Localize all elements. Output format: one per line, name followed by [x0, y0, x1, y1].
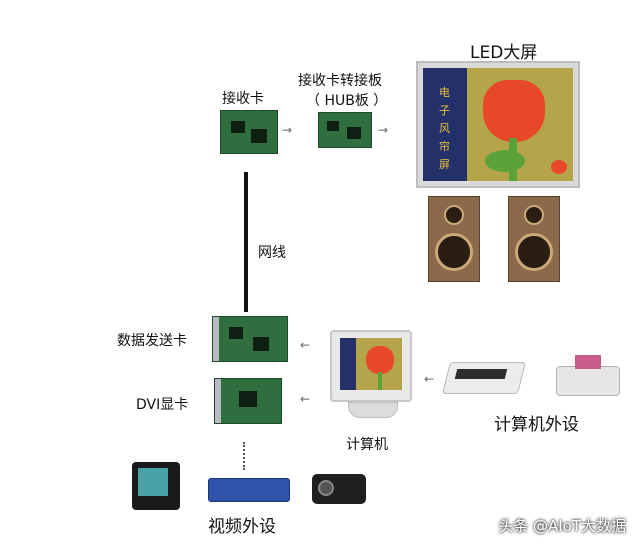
- hub-board-label-line2: （ HUB板 ）: [306, 93, 388, 109]
- watermark: 头条 @AIoT大数据: [498, 517, 626, 535]
- computer-tulip: [366, 346, 394, 374]
- tulip-leaf: [485, 150, 525, 172]
- led-screen-display: 电 子 风 帘 屏: [423, 68, 573, 181]
- speaker-left: [428, 196, 480, 282]
- arrow-right-icon: →: [378, 123, 389, 137]
- screen-char-4: 帘: [439, 140, 450, 153]
- computer-screen-panel: [340, 338, 356, 390]
- computer-stand: [348, 402, 398, 418]
- video-peripherals-label: 视频外设: [208, 517, 276, 537]
- printer: [556, 355, 620, 396]
- tv-screen: [138, 468, 168, 496]
- network-cable-label: 网线: [258, 245, 286, 261]
- tulip-small: [551, 160, 567, 174]
- receiving-card: [220, 110, 278, 154]
- speaker-right-tweeter: [524, 205, 544, 225]
- receiving-card-label: 接收卡: [222, 91, 264, 107]
- tv-monitor: [132, 462, 180, 510]
- chip: [229, 327, 243, 339]
- dvi-card: [214, 378, 282, 424]
- screen-char-2: 子: [439, 104, 450, 117]
- arrow-left-icon: ←: [300, 338, 311, 352]
- computer-tulip-stem: [378, 372, 382, 390]
- speaker-left-tweeter: [444, 205, 464, 225]
- speaker-right: [508, 196, 560, 282]
- arrow-right-icon: →: [282, 123, 293, 137]
- arrow-left-icon: ←: [300, 392, 311, 406]
- chip: [231, 121, 245, 133]
- bracket: [215, 379, 221, 423]
- sending-card-label: 数据发送卡: [117, 333, 187, 349]
- speaker-left-woofer: [435, 233, 473, 271]
- scanner: [442, 362, 526, 394]
- speaker-right-woofer: [515, 233, 553, 271]
- printer-paper: [575, 355, 601, 369]
- screen-char-5: 屏: [439, 158, 450, 171]
- sending-card: [212, 316, 288, 362]
- network-cable: [244, 172, 248, 312]
- chip: [239, 391, 257, 407]
- led-screen: 电 子 风 帘 屏: [416, 61, 580, 188]
- video-player: [208, 478, 290, 502]
- screen-text-panel: [423, 68, 467, 181]
- chip: [347, 127, 361, 139]
- screen-char-1: 电: [439, 86, 450, 99]
- arrow-up-icon: [243, 442, 247, 470]
- hub-board: [318, 112, 372, 148]
- tulip-flower: [483, 80, 545, 142]
- computer-monitor: [330, 330, 412, 402]
- bracket: [213, 317, 219, 361]
- screen-char-3: 风: [439, 122, 450, 135]
- chip: [327, 121, 339, 131]
- led-screen-label: LED大屏: [470, 43, 538, 63]
- scanner-lid: [454, 369, 508, 379]
- projector-lens: [318, 480, 334, 496]
- computer-screen: [340, 338, 402, 390]
- dvi-card-label: DVI显卡: [136, 397, 189, 413]
- chip: [253, 337, 269, 351]
- chip: [251, 129, 267, 143]
- computer-peripherals-label: 计算机外设: [494, 415, 579, 435]
- projector: [312, 474, 366, 504]
- computer-label: 计算机: [346, 437, 388, 453]
- arrow-left-icon: ←: [424, 372, 435, 386]
- hub-board-label-line1: 接收卡转接板: [298, 73, 382, 89]
